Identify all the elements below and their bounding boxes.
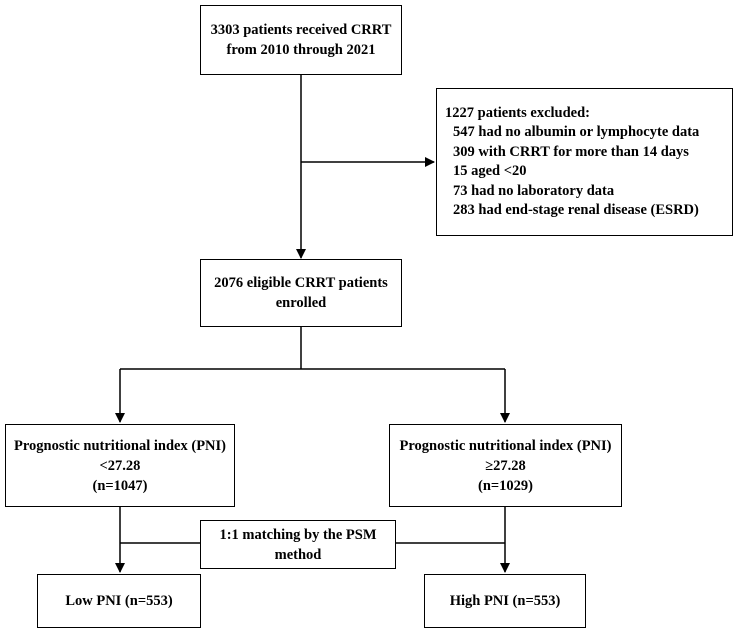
high-group-line-3: (n=1029): [478, 477, 533, 494]
exclusion-item: 309 with CRRT for more than 14 days: [453, 143, 689, 160]
high-group-line-2: ≥27.28: [485, 457, 526, 474]
psm-matching-box: 1:1 matching by the PSM method: [200, 520, 396, 569]
low-pni-matched-box: Low PNI (n=553): [37, 574, 201, 628]
low-pni-group-box: Prognostic nutritional index (PNI) <27.2…: [5, 424, 235, 507]
exclusion-item: 547 had no albumin or lymphocyte data: [453, 124, 700, 140]
eligible-line-1: 2076 eligible CRRT patients: [214, 275, 388, 291]
exclusion-box: 1227 patients excluded: 547 had no album…: [436, 88, 733, 236]
start-box: 3303 patients received CRRT from 2010 th…: [200, 5, 402, 75]
matching-line-2: method: [274, 546, 322, 563]
matching-line-1: 1:1 matching by the PSM: [219, 526, 377, 543]
start-line-2: from 2010 through 2021: [226, 42, 376, 58]
high-group-line-1: Prognostic nutritional index (PNI): [399, 437, 612, 454]
eligible-line-2: enrolled: [275, 295, 327, 311]
exclusion-item: 283 had end-stage renal disease (ESRD): [453, 202, 699, 218]
low-matched-label: Low PNI (n=553): [65, 593, 173, 609]
high-matched-label: High PNI (n=553): [449, 593, 561, 609]
eligible-box: 2076 eligible CRRT patients enrolled: [200, 259, 402, 327]
high-pni-group-box: Prognostic nutritional index (PNI) ≥27.2…: [389, 424, 622, 507]
exclusion-item: 15 aged <20: [453, 163, 527, 179]
exclusion-item: 73 had no laboratory data: [453, 182, 615, 199]
high-pni-matched-box: High PNI (n=553): [424, 574, 586, 628]
start-line-1: 3303 patients received CRRT: [210, 22, 392, 38]
exclusion-heading: 1227 patients excluded:: [445, 104, 590, 121]
low-group-line-3: (n=1047): [92, 477, 148, 494]
low-group-line-1: Prognostic nutritional index (PNI): [14, 437, 226, 454]
low-group-line-2: <27.28: [99, 457, 141, 474]
